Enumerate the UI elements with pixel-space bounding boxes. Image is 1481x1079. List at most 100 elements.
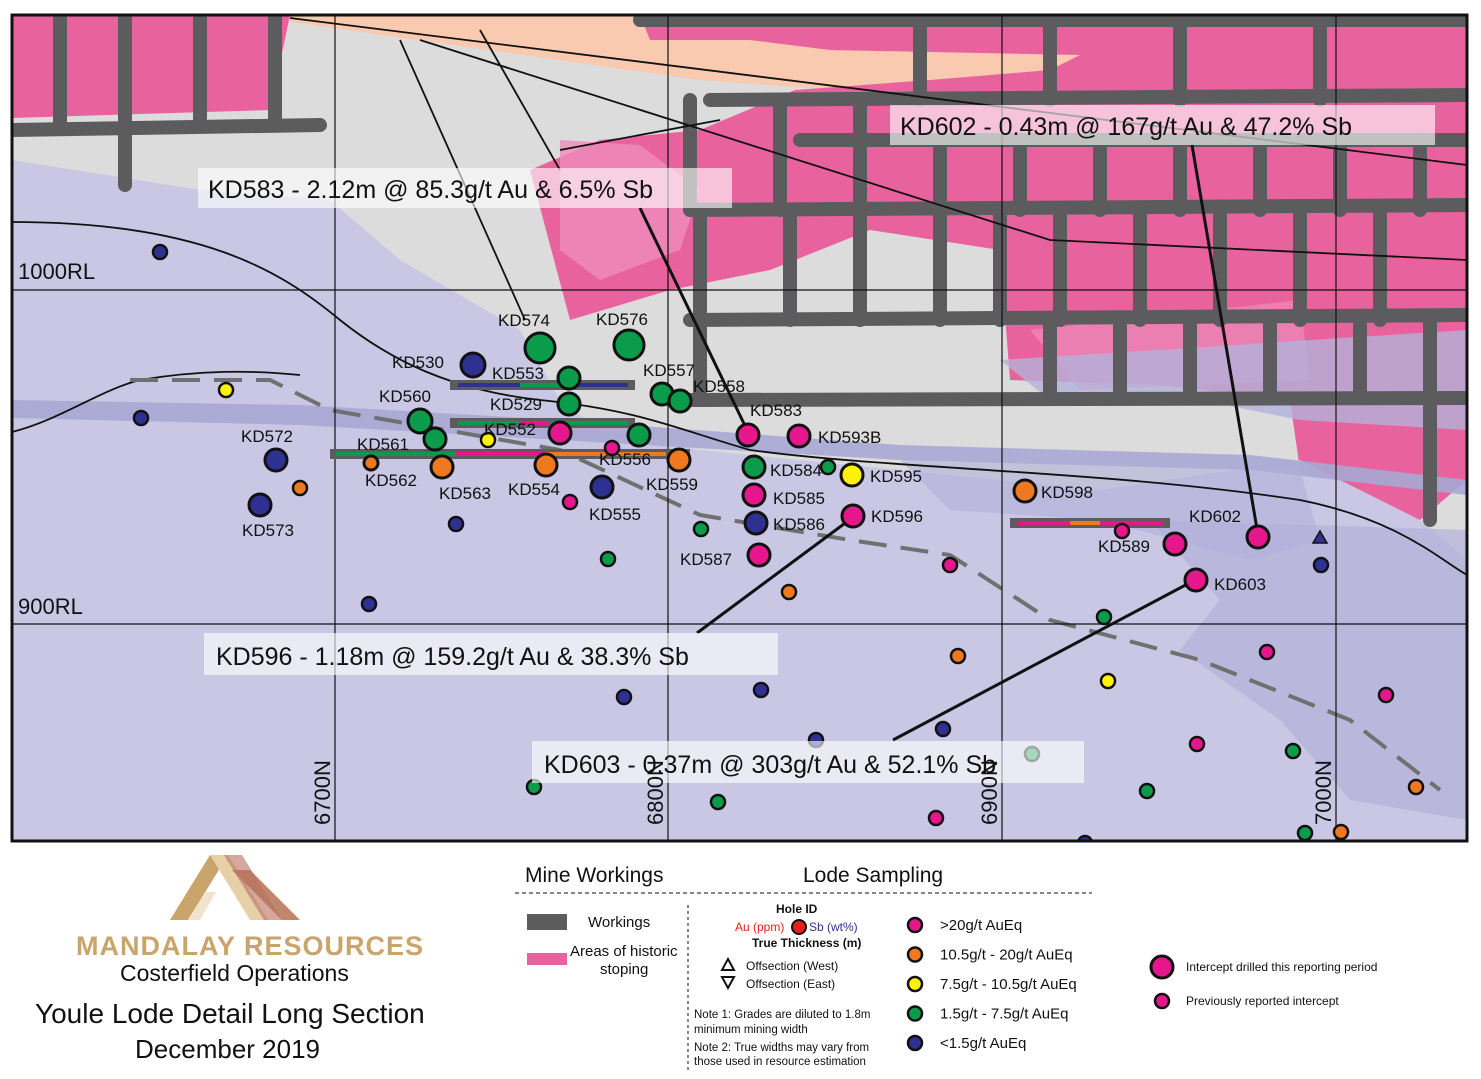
previous-intercept-dot (1296, 824, 1314, 841)
previous-intercept-dot (1113, 522, 1131, 540)
previous-intercept-dot (615, 688, 633, 706)
legend-stoping-label-1: Areas of historic (570, 943, 678, 960)
drill-hole-label: KD584 (770, 461, 822, 480)
previous-intercept-dot (360, 595, 378, 613)
drill-hole-kd593b (786, 423, 812, 449)
note-1-line-2: minimum mining width (694, 1024, 808, 1036)
drill-hole-label: KD561 (357, 435, 409, 454)
previous-intercept-dot (1138, 782, 1156, 800)
drill-hole-label: KD557 (643, 361, 695, 380)
drill-hole-kd555 (589, 474, 615, 500)
drill-hole-kd562 (362, 454, 380, 472)
drill-hole-kd585 (741, 482, 767, 508)
legend-sb-label: Sb (wt%) (809, 920, 858, 934)
drill-hole-kd554 (533, 452, 559, 478)
northing-label-6700: 6700N (310, 760, 335, 825)
drill-hole-label: KD574 (498, 311, 550, 330)
callout-4-text: KD603 - 0.37m @ 303g/t Au & 52.1% Sb (544, 751, 996, 779)
note-2-line-1: Note 2: True widths may vary from (694, 1042, 869, 1054)
drill-hole-kd552 (547, 420, 573, 446)
legend-au-label: Au (ppm) (735, 920, 784, 934)
map-title: Youle Lode Detail Long Section (35, 998, 425, 1029)
drill-hole-kd553 (556, 365, 582, 391)
callout-2-text: KD602 - 0.43m @ 167g/t Au & 47.2% Sb (900, 113, 1352, 141)
drill-hole-label: KD576 (596, 310, 648, 329)
drill-hole-label: KD572 (241, 427, 293, 446)
previous-intercept-dot (1377, 686, 1395, 704)
previous-intercept-dot (941, 556, 959, 574)
callout-3: KD596 - 1.18m @ 159.2g/t Au & 38.3% Sb (204, 633, 778, 675)
northing-label-7000: 7000N (1311, 760, 1336, 825)
drill-hole-kd563 (429, 454, 455, 480)
callout-1-text: KD583 - 2.12m @ 85.3g/t Au & 6.5% Sb (208, 176, 653, 204)
previous-intercept-dot (1076, 834, 1094, 841)
legend-grade-swatch (906, 946, 924, 963)
legend-grade-swatch (906, 1034, 924, 1052)
legend-stoping-swatch (527, 953, 567, 965)
drill-hole-label: KD583 (750, 401, 802, 420)
drill-hole-label: KD553 (492, 364, 544, 383)
previous-intercept-dot (1188, 735, 1206, 753)
previous-intercept-dot (780, 583, 798, 601)
callout-1: KD583 - 2.12m @ 85.3g/t Au & 6.5% Sb (198, 168, 732, 208)
rl-label-900: 900RL (18, 594, 83, 619)
drill-hole-kd589 (1162, 531, 1188, 557)
lode-band-3 (1150, 520, 1467, 820)
previous-intercept-dot (1332, 823, 1350, 841)
drill-hole-kd595 (839, 462, 865, 488)
drill-hole-label: KD560 (379, 387, 431, 406)
mandalay-logo (170, 855, 300, 920)
callout-4: KD603 - 0.37m @ 303g/t Au & 52.1% Sb (532, 741, 1084, 783)
legend-grade-label: 1.5g/t - 7.5g/t AuEq (940, 1006, 1068, 1023)
drill-hole-kd586 (743, 510, 769, 536)
drill-hole-label: KD558 (693, 377, 745, 396)
map-frame (10, 13, 1469, 843)
drill-hole-kd602 (1245, 524, 1271, 550)
legend-hole-symbol (791, 919, 807, 935)
drill-hole-kd559 (666, 447, 692, 473)
callout-3-text: KD596 - 1.18m @ 159.2g/t Au & 38.3% Sb (216, 643, 689, 671)
drill-hole-label: KD562 (365, 471, 417, 490)
previous-intercept-dot (819, 458, 837, 476)
previous-intercept-dot (132, 409, 150, 427)
callout-leaders (638, 144, 1260, 742)
previous-intercept-dot (1095, 608, 1113, 626)
drill-hole-label: KD593B (818, 428, 881, 447)
legend-offsection-west: Offsection (West) (746, 959, 838, 973)
drill-hole-kd603 (1183, 567, 1209, 593)
legend-grade-label: 10.5g/t - 20g/t AuEq (940, 947, 1073, 964)
previous-intercept-dot (1407, 778, 1425, 796)
rl-label-1000: 1000RL (18, 259, 95, 284)
map-date: December 2019 (135, 1034, 320, 1064)
previous-intercept-dot (692, 520, 710, 538)
previous-intercept-dot (599, 550, 617, 568)
drill-hole-label: KD585 (773, 489, 825, 508)
dashed-boundary (130, 378, 1442, 792)
drill-hole-label: KD555 (589, 505, 641, 524)
drill-hole-kd530 (459, 351, 487, 379)
previous-intercept-dot (447, 515, 465, 533)
note-2-line-2: those used in resource estimation (694, 1056, 866, 1068)
drill-hole-label: KD603 (1214, 575, 1266, 594)
drill-hole-label: KD598 (1041, 483, 1093, 502)
legend-grade-label: 7.5g/t - 10.5g/t AuEq (940, 976, 1077, 993)
previous-intercepts (132, 243, 1425, 841)
callout-2: KD602 - 0.43m @ 167g/t Au & 47.2% Sb (890, 105, 1435, 145)
lode-sample-bars (330, 380, 1170, 528)
drill-hole-label: KD586 (773, 515, 825, 534)
company-name: MANDALAY RESOURCES (76, 931, 424, 961)
drill-hole-kd572 (263, 447, 289, 473)
note-1-line-1: Note 1: Grades are diluted to 1.8m (694, 1009, 870, 1021)
lode-band-4 (900, 460, 1320, 560)
legend-previous-intercept: Previously reported intercept (1186, 994, 1339, 1008)
legend-hole-id: Hole ID (776, 902, 818, 916)
drill-hole-label: KD530 (392, 353, 444, 372)
drill-hole-kd573 (247, 492, 273, 518)
legend-offsection-west-icon (720, 956, 736, 971)
previous-intercept-dot (927, 809, 945, 827)
drill-hole-label: KD529 (490, 395, 542, 414)
drill-hole-label: KD589 (1098, 537, 1150, 556)
legend-grade-swatch (906, 975, 924, 993)
